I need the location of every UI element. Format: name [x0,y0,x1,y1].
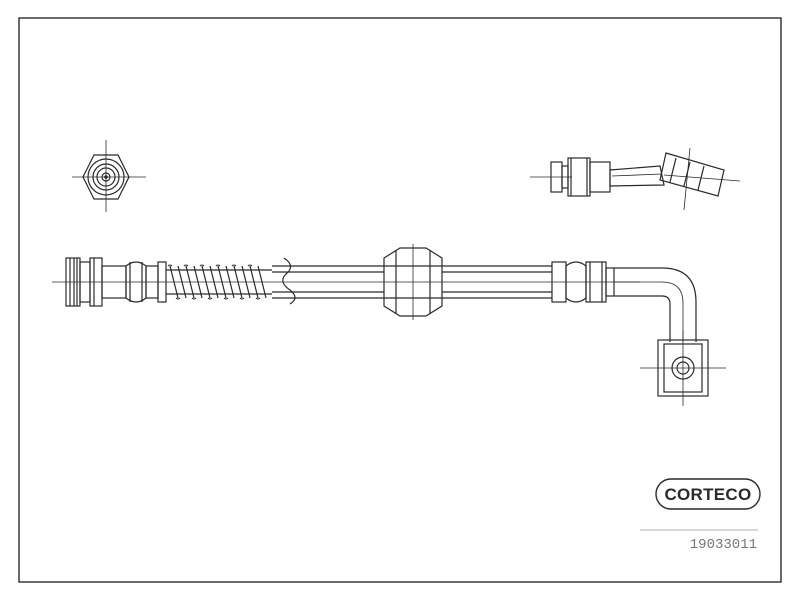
center-support-bracket [383,244,443,320]
protective-spring-coil [166,264,272,300]
left-threaded-fitting [65,257,167,307]
right-crimp-fitting [551,261,615,303]
brand-logo-text: CORTECO [664,485,751,504]
metal-pipe-elbow [614,267,697,342]
end-banjo-block [640,330,726,406]
brand-logo: CORTECO [655,478,761,510]
hose-body-right [442,265,552,299]
drawing-frame [18,17,782,583]
brake-hose-main-view [52,244,726,406]
hex-fitting-end-view [72,140,146,212]
hose-body-left [272,265,384,299]
part-number-label: 19033011 [690,537,757,553]
elbow-fitting-side-view [530,147,741,211]
